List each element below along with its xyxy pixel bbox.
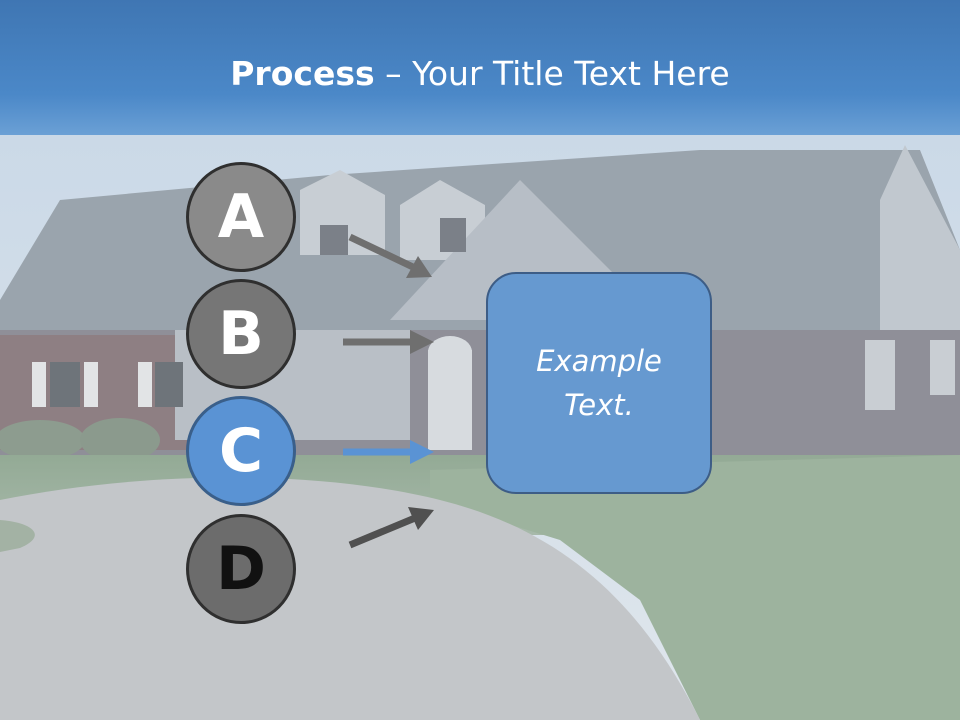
step-circle-d: D <box>186 514 296 624</box>
step-letter-c: C <box>218 416 264 486</box>
slide-title: Process – Your Title Text Here <box>0 52 960 96</box>
arrow-a <box>348 233 432 278</box>
title-bold: Process <box>230 54 375 93</box>
title-bar: Process – Your Title Text Here <box>0 0 960 135</box>
step-circle-b: B <box>186 279 296 389</box>
title-rest: – Your Title Text Here <box>374 54 730 93</box>
step-circle-c: C <box>186 396 296 506</box>
step-circle-a: A <box>186 162 296 272</box>
example-text-box: Example Text. <box>486 272 712 494</box>
step-letter-d: D <box>216 534 266 604</box>
arrow-d <box>348 507 434 549</box>
arrow-c <box>343 440 434 464</box>
arrow-b <box>343 330 434 354</box>
example-text: Example Text. <box>536 344 662 422</box>
step-letter-a: A <box>217 182 265 252</box>
step-letter-b: B <box>218 299 264 369</box>
